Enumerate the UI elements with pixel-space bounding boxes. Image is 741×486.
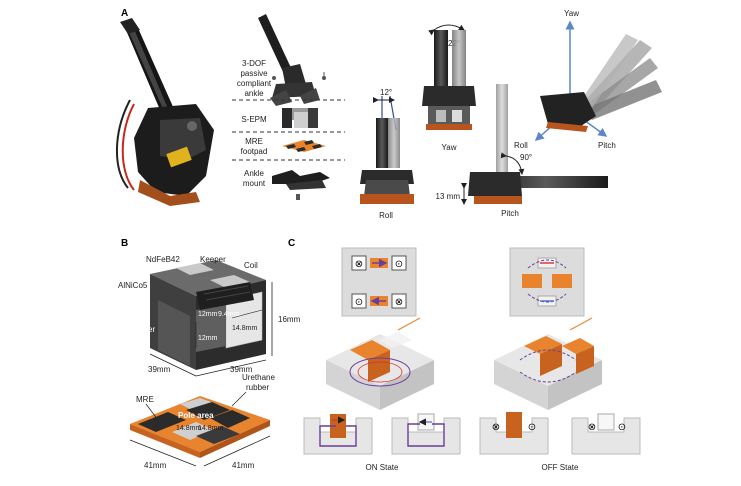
dim-9-4mm: 9.4mm bbox=[218, 311, 240, 318]
dim-39mm-b: 39mm bbox=[230, 365, 253, 374]
mre-footpad bbox=[130, 396, 270, 458]
axis-yaw-label: Yaw bbox=[564, 9, 579, 18]
label-urethane-1: Urethane bbox=[242, 373, 275, 382]
off-state-3d-view bbox=[494, 317, 602, 410]
off-state-cross-section-right: ⊗ ⊙ bbox=[571, 413, 641, 455]
pitch-angle-label: 90° bbox=[520, 153, 532, 162]
stack-label-ankle: ankle bbox=[244, 89, 264, 98]
label-urethane-2: rubber bbox=[246, 383, 269, 392]
on-state-cross-section-right bbox=[391, 413, 461, 455]
off-state-caption: OFF State bbox=[542, 463, 579, 472]
axis-roll-label: Roll bbox=[514, 141, 528, 150]
dim-14-8mm-a: 14.8mm bbox=[232, 325, 257, 332]
panel-a-letter: A bbox=[121, 8, 128, 19]
dim-12mm-b: 12mm bbox=[198, 335, 218, 342]
pitch-caption: Pitch bbox=[501, 209, 519, 218]
label-alnico: AlNiCo5 bbox=[118, 281, 148, 290]
dim-14-8mm-b: 14.8mm bbox=[176, 425, 201, 432]
label-mre: MRE bbox=[136, 395, 154, 404]
svg-text:⊗: ⊗ bbox=[355, 259, 363, 270]
dim-16mm: 16mm bbox=[278, 315, 301, 324]
panel-c-letter: C bbox=[288, 238, 295, 249]
svg-text:⊙: ⊙ bbox=[528, 422, 536, 433]
roll-angle-label: 12° bbox=[380, 88, 392, 97]
stack-label-ankle-mount-1: Ankle bbox=[244, 169, 265, 178]
pitch-height-label: 13 mm bbox=[436, 192, 461, 201]
dim-12mm-a: 12mm bbox=[198, 311, 218, 318]
on-state-caption: ON State bbox=[366, 463, 399, 472]
axes-view: Yaw Roll Pitch bbox=[514, 9, 662, 150]
svg-text:⊙: ⊙ bbox=[395, 259, 403, 270]
stack-label-ankle-mount-2: mount bbox=[243, 179, 266, 188]
svg-text:⊗: ⊗ bbox=[492, 422, 500, 433]
label-pole-area: Pole area bbox=[178, 411, 214, 420]
panel-b-letter: B bbox=[121, 238, 128, 249]
stack-label-compliant: compliant bbox=[237, 79, 272, 88]
label-coil-barrier-1: Coil bbox=[134, 315, 148, 324]
yaw-caption: Yaw bbox=[442, 143, 457, 152]
dim-14-8mm-c: 14.8mm bbox=[198, 425, 223, 432]
dim-41mm-b: 41mm bbox=[232, 461, 255, 470]
pitch-view: 90° 13 mm Pitch bbox=[436, 84, 608, 218]
svg-text:⊙: ⊙ bbox=[355, 297, 363, 308]
label-coil-barrier-2: barrier bbox=[132, 325, 155, 334]
label-coil: Coil bbox=[244, 261, 258, 270]
on-state-3d-view bbox=[326, 317, 434, 410]
label-keeper: Keeper bbox=[200, 255, 226, 264]
off-state-cross-section-left: ⊗ ⊙ bbox=[479, 412, 549, 455]
stack-label-footpad: footpad bbox=[241, 147, 268, 156]
roll-caption: Roll bbox=[379, 211, 393, 220]
stack-label-3dof: 3-DOF bbox=[242, 59, 266, 68]
cube-dimension-lines bbox=[149, 282, 273, 377]
axis-pitch-label: Pitch bbox=[598, 141, 616, 150]
exploded-ankle-stack: 3-DOF passive compliant ankle S-EPM MRE … bbox=[232, 14, 345, 200]
robot-leg-photo bbox=[116, 18, 214, 206]
svg-text:⊗: ⊗ bbox=[395, 297, 403, 308]
stack-label-passive: passive bbox=[240, 69, 268, 78]
dim-41mm-a: 41mm bbox=[144, 461, 167, 470]
svg-text:⊗: ⊗ bbox=[588, 422, 596, 433]
stack-label-sepm: S-EPM bbox=[241, 115, 267, 124]
label-ndfeb: NdFeB42 bbox=[146, 255, 180, 264]
dim-39mm-a: 39mm bbox=[148, 365, 171, 374]
on-state-cross-section-left bbox=[303, 414, 373, 455]
s-epm-cube bbox=[150, 260, 266, 370]
off-state-top-view bbox=[509, 247, 585, 317]
yaw-view: 22° Yaw bbox=[422, 24, 476, 152]
on-state-top-view: ⊗ ⊙ ⊙ ⊗ bbox=[341, 247, 417, 317]
roll-view: 12° Roll bbox=[360, 88, 414, 220]
stack-label-mre: MRE bbox=[245, 137, 263, 146]
svg-text:⊙: ⊙ bbox=[618, 422, 626, 433]
